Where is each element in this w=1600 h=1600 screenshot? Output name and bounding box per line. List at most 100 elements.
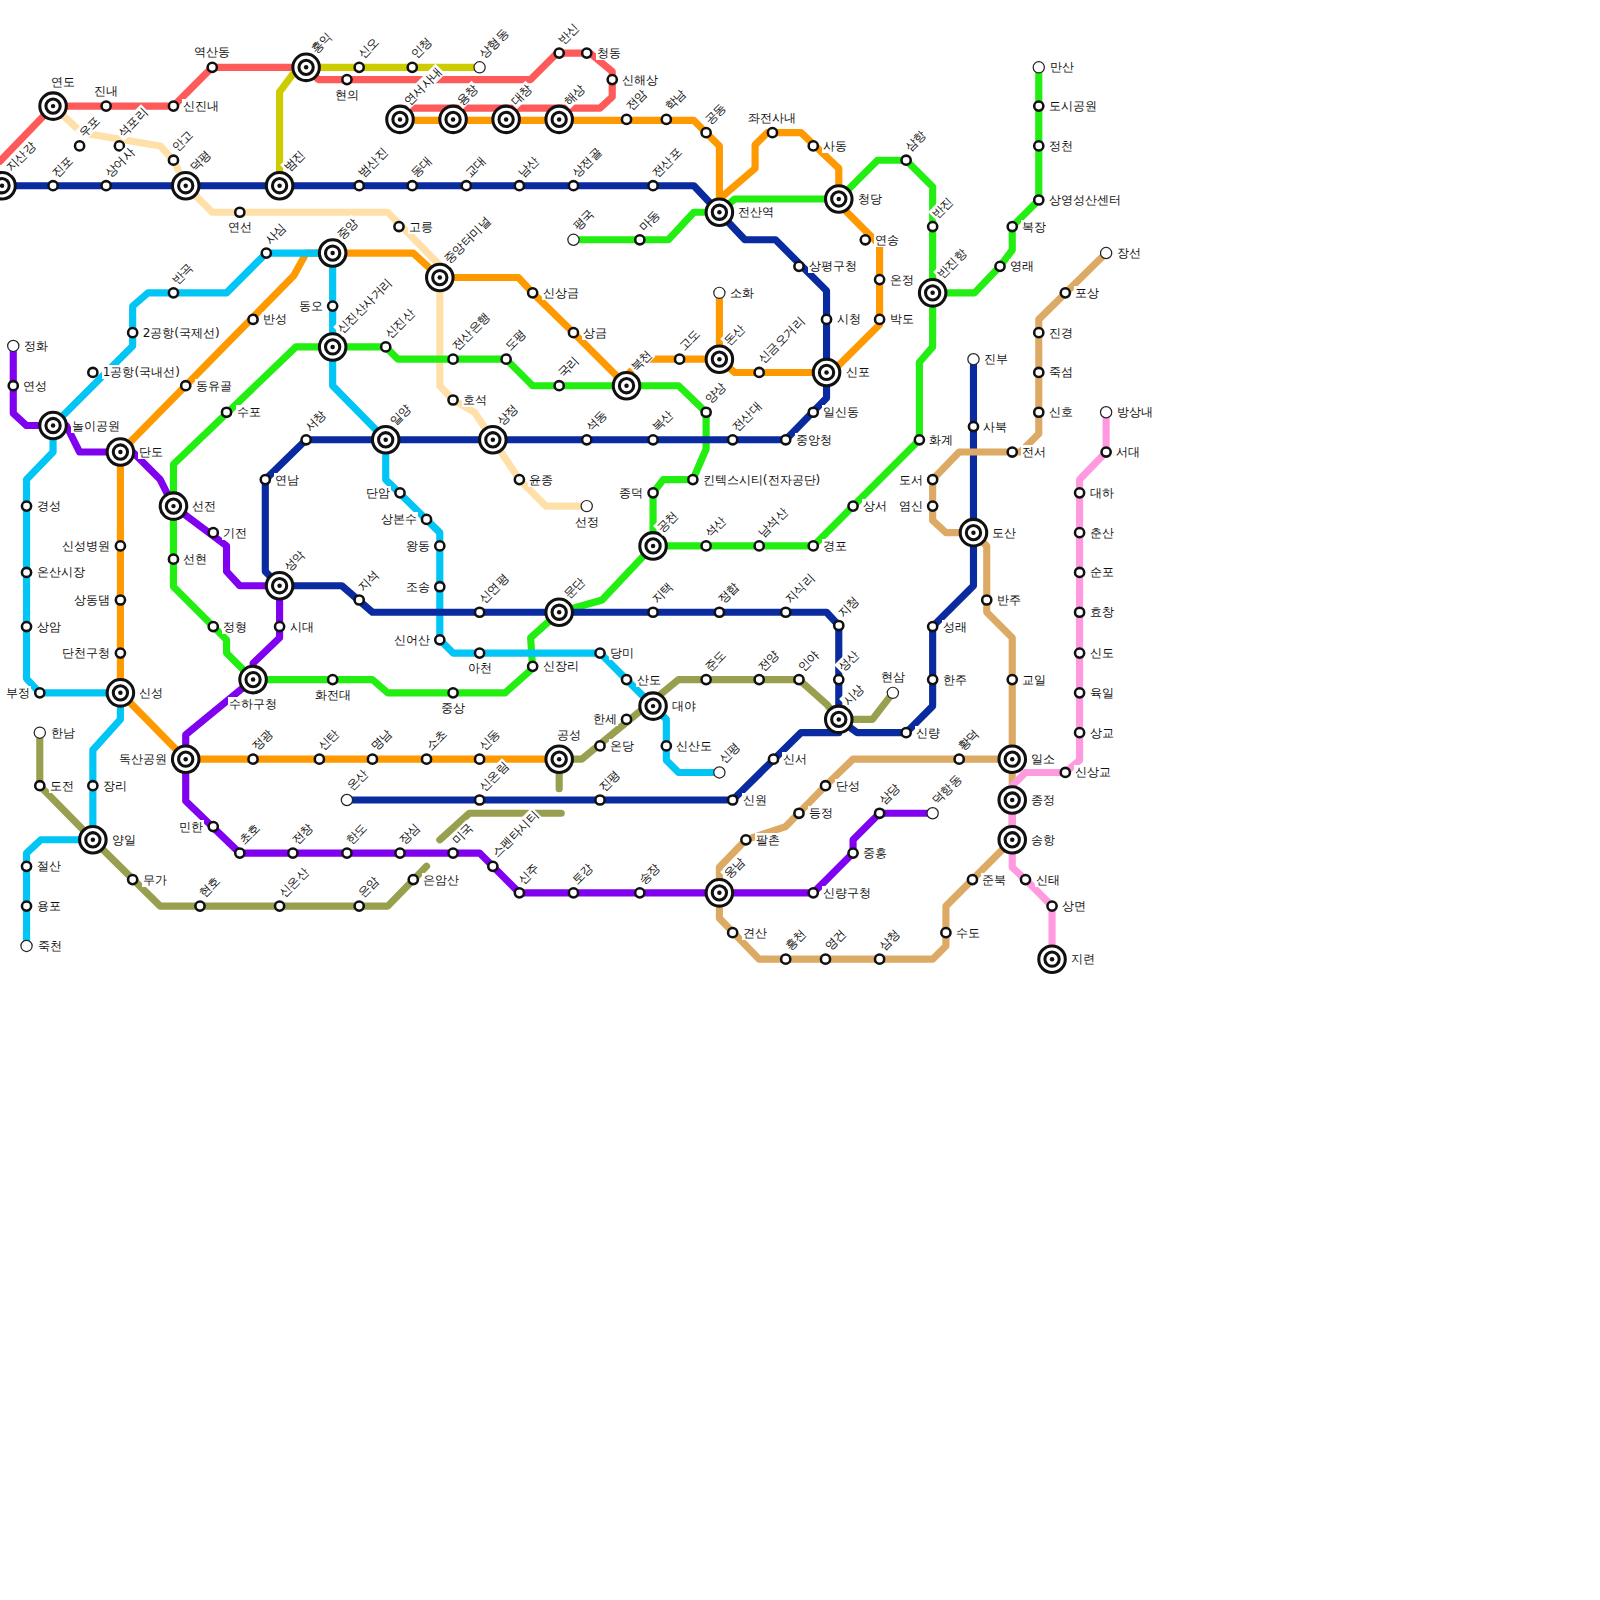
station-label: 상본수 (380, 512, 418, 526)
interchange-dot (717, 891, 721, 895)
station-marker (408, 181, 417, 190)
station-label: 무가 (142, 873, 168, 887)
interchange-ring (486, 433, 500, 447)
station-marker (275, 622, 284, 631)
station-label: 일소 (1030, 752, 1056, 766)
interchange-marker (813, 359, 840, 386)
station-label: 공성 (556, 728, 582, 742)
station-marker (22, 622, 31, 631)
line-blue (0, 186, 973, 733)
station-marker (195, 902, 204, 911)
station-label: 단암 (365, 486, 391, 500)
station-label: 신연평 (475, 570, 512, 607)
interchange-ring (393, 112, 407, 126)
station-marker (848, 502, 857, 511)
station-label: 고릉 (408, 220, 434, 234)
interchange-dot (118, 691, 122, 695)
station-marker (781, 435, 790, 444)
station-label: 일양 (386, 401, 414, 429)
station-label: 민한 (178, 820, 204, 834)
station-marker (941, 928, 950, 937)
terminal-marker (474, 62, 485, 73)
interchange-dot (383, 438, 387, 442)
station-marker (342, 848, 351, 857)
station-marker (235, 848, 244, 857)
station-label: 석동 (582, 406, 610, 434)
station-marker (861, 235, 870, 244)
station-label: 교대 (461, 152, 489, 180)
station-label: 청동 (596, 46, 622, 60)
station-label: 등정 (808, 806, 834, 820)
station-label: 신도 (1089, 646, 1115, 660)
station-marker (569, 181, 578, 190)
station-label: 복산 (648, 406, 676, 434)
station-label: 준도 (701, 646, 729, 674)
interchange-marker (440, 106, 467, 133)
station-marker (1034, 102, 1043, 111)
station-marker (982, 595, 991, 604)
interchange-dot (624, 383, 628, 387)
station-marker (1061, 288, 1070, 297)
station-marker (515, 475, 524, 484)
station-label: 동유골 (195, 379, 233, 393)
station-label: 진평 (595, 767, 623, 795)
interchange-marker (40, 93, 67, 120)
station-label: 화전대 (314, 688, 352, 702)
station-label: 상교 (1089, 726, 1115, 740)
station-marker (502, 355, 511, 364)
station-marker (475, 755, 484, 764)
station-label: 선정 (574, 515, 600, 529)
interchange-dot (171, 504, 175, 508)
station-label: 시상 (839, 681, 867, 709)
station-marker (116, 541, 125, 550)
interchange-marker (493, 106, 520, 133)
station-marker (875, 275, 884, 284)
station-marker (741, 835, 750, 844)
station-label: 신성병원 (61, 539, 111, 553)
interchange-marker (826, 706, 853, 733)
station-label: 육일 (1089, 686, 1115, 700)
station-marker (728, 928, 737, 937)
station-label: 종덕 (618, 486, 644, 500)
interchange-dot (277, 183, 281, 187)
station-label: 홍익 (307, 29, 335, 57)
station-label: 수포 (236, 405, 262, 419)
interchange-dot (717, 357, 721, 361)
station-label: 소초 (422, 726, 450, 754)
station-label: 신장리 (542, 659, 580, 673)
station-label: 신평 (715, 739, 743, 767)
station-marker (728, 795, 737, 804)
interchange-ring (1045, 952, 1059, 966)
station-label: 범산진 (354, 144, 391, 181)
terminal-marker (581, 501, 592, 512)
terminal-marker (1101, 247, 1112, 258)
station-marker (262, 248, 271, 257)
line-purple (13, 346, 932, 893)
station-label: 좌전사내 (747, 111, 797, 125)
station-marker (834, 621, 843, 630)
station-label: 덕항동 (928, 771, 965, 808)
station-label: 한주 (942, 673, 968, 687)
station-label: 반주 (996, 593, 1022, 607)
station-label: 연송 (874, 233, 900, 247)
station-label: 진경 (1048, 326, 1074, 340)
station-marker (968, 875, 977, 884)
station-marker (355, 181, 364, 190)
station-label: 기전 (222, 526, 248, 540)
station-label: 시청 (836, 312, 862, 326)
interchange-marker (999, 787, 1026, 814)
station-label: 신원 (742, 793, 768, 807)
station-marker (928, 475, 937, 484)
interchange-marker (546, 106, 573, 133)
station-marker (1008, 447, 1017, 456)
interchange-ring (819, 365, 833, 379)
station-label: 신상금 (542, 286, 580, 300)
station-label: 장선 (1116, 246, 1142, 260)
station-marker (128, 328, 137, 337)
station-label: 신동 (475, 726, 503, 754)
station-label: 은암 (354, 873, 382, 901)
line-olive (40, 733, 427, 906)
station-marker (608, 75, 617, 84)
station-marker (1075, 568, 1084, 577)
